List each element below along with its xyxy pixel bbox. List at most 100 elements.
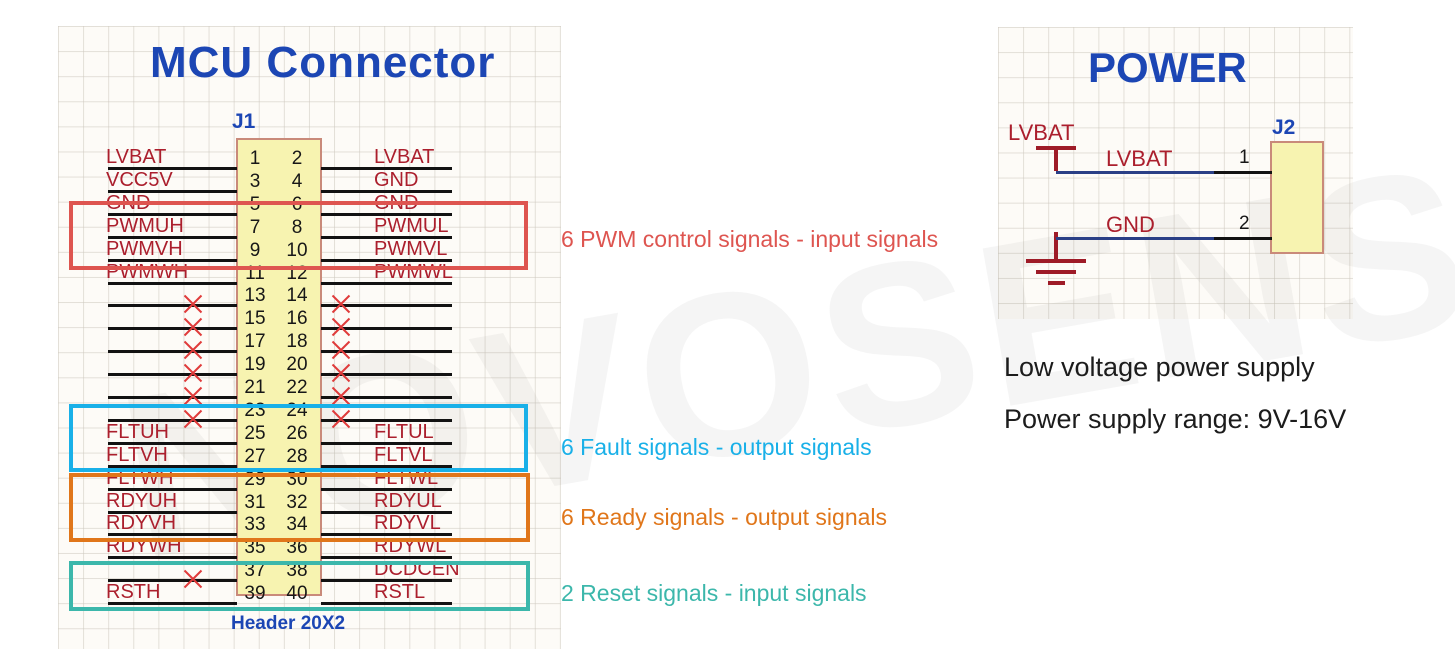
mcu-connector-title: MCU Connector <box>150 38 496 87</box>
j1-wire-right <box>321 441 452 445</box>
j1-pin-number-even: 34 <box>286 514 308 536</box>
no-connect-cross-icon <box>330 293 352 315</box>
j1-wire-right <box>321 396 452 399</box>
power-net-line <box>1056 237 1216 240</box>
j1-reference-designator: J1 <box>232 110 256 133</box>
j1-wire-left <box>108 281 237 285</box>
j1-wire-left <box>108 579 237 583</box>
j1-pin-number-even: 18 <box>286 331 308 353</box>
j1-wire-right <box>321 167 452 170</box>
j1-wire-left <box>108 304 237 308</box>
j1-pin-number-odd: 25 <box>244 422 266 444</box>
j1-pin-number-odd: 33 <box>244 514 266 536</box>
highlight-box-fault <box>69 404 528 472</box>
no-connect-cross-icon <box>330 316 352 338</box>
j1-pin-number-even: 28 <box>286 445 308 467</box>
j1-pin-number-even: 14 <box>286 285 308 307</box>
j1-net-label-right: RDYUL <box>374 489 442 512</box>
j1-net-label-left: RDYVH <box>106 512 177 535</box>
j1-net-label-left: FLTWH <box>106 466 174 489</box>
j1-wire-left <box>108 602 237 606</box>
callout-pwm: 6 PWM control signals - input signals <box>561 226 939 252</box>
j1-pin-number-even: 8 <box>291 216 303 238</box>
lvbat-port-stem-icon <box>1054 146 1058 171</box>
j1-footprint-label: Header 20X2 <box>231 613 346 634</box>
j1-wire-left <box>108 350 237 354</box>
j1-pin-number-odd: 3 <box>249 170 261 192</box>
j1-wire-right <box>321 189 452 193</box>
power-title: POWER <box>1088 44 1247 91</box>
j1-wire-right <box>321 212 452 216</box>
j2-pin-number: 1 <box>1239 147 1250 168</box>
ground-bar-3-icon <box>1048 281 1065 285</box>
j1-net-label-left: RDYUH <box>106 489 178 512</box>
power-net-label: GND <box>1106 212 1155 237</box>
j1-net-label-right: PWMVL <box>374 237 448 260</box>
j1-wire-right <box>321 350 452 354</box>
j1-net-label-right: LVBAT <box>374 146 435 168</box>
j1-pin-number-even: 40 <box>286 583 308 605</box>
no-connect-cross-icon <box>330 339 352 361</box>
j1-wire-right <box>321 510 452 514</box>
j1-wire-right <box>321 464 452 468</box>
j1-wire-right <box>321 304 452 308</box>
j1-pin-number-odd: 1 <box>249 148 261 169</box>
j1-wire-right <box>321 281 452 285</box>
j1-pin-number-odd: 31 <box>244 491 266 513</box>
lvbat-port-label: LVBAT <box>1008 120 1075 145</box>
j1-wire-left <box>108 556 237 560</box>
j1-wire-right <box>321 579 452 583</box>
j1-wire-left <box>108 189 237 193</box>
j1-pin-number-odd: 21 <box>244 377 266 398</box>
j1-connector-body[interactable] <box>236 138 322 596</box>
j1-wire-left <box>108 327 237 331</box>
j1-pin-number-odd: 9 <box>249 239 261 261</box>
j1-net-label-left: VCC5V <box>106 168 173 191</box>
j1-net-label-right: FLTVL <box>374 443 433 466</box>
j1-net-label-left: RSTH <box>106 581 161 604</box>
j1-pin-number-odd: 17 <box>244 331 266 353</box>
j1-pin-number-even: 22 <box>286 377 308 398</box>
j2-connector-body[interactable] <box>1270 141 1324 254</box>
j1-net-label-right: FLTWL <box>374 466 439 489</box>
highlight-box-pwm <box>69 201 528 270</box>
j1-net-label-left: PWMVH <box>106 237 183 260</box>
ground-stem-icon <box>1054 232 1058 260</box>
j1-pin-number-even: 36 <box>286 537 308 559</box>
no-connect-cross-icon <box>182 293 204 315</box>
j1-wire-left <box>108 212 237 216</box>
power-net-line <box>1056 171 1216 174</box>
j1-pin-number-odd: 37 <box>244 560 266 582</box>
j1-pin-number-even: 16 <box>286 308 308 330</box>
j1-wire-left <box>108 464 237 468</box>
j1-pin-number-even: 38 <box>286 560 308 582</box>
highlight-box-ready <box>69 473 530 542</box>
j1-pin-number-even: 10 <box>286 239 308 261</box>
j1-pin-number-odd: 35 <box>244 537 266 559</box>
power-pin-wire <box>1214 171 1272 174</box>
j1-wire-right <box>321 258 452 262</box>
j1-wire-left <box>108 235 237 239</box>
j1-pin-number-odd: 7 <box>249 216 261 238</box>
j1-wire-right <box>321 533 452 537</box>
power-net-label: LVBAT <box>1106 146 1173 171</box>
j1-wire-left <box>108 167 237 170</box>
j1-net-label-right: GND <box>374 168 419 191</box>
j1-wire-left <box>108 396 237 399</box>
j2-reference-designator: J2 <box>1272 116 1296 139</box>
ground-bar-1-icon <box>1026 259 1086 263</box>
j1-wire-right <box>321 327 452 331</box>
j1-pin-number-even: 26 <box>286 422 308 444</box>
no-connect-cross-icon <box>182 362 204 384</box>
j1-pin-number-odd: 15 <box>244 308 266 330</box>
j1-wire-left <box>108 418 237 422</box>
j1-pin-number-even: 2 <box>291 148 303 169</box>
j1-wire-left <box>108 487 237 491</box>
j1-wire-left <box>108 441 237 445</box>
j1-wire-right <box>321 418 452 422</box>
j1-pin-number-even: 32 <box>286 491 308 513</box>
j1-net-label-right: PWMUL <box>374 214 449 237</box>
power-pin-wire <box>1214 237 1272 240</box>
j1-net-label-left: LVBAT <box>106 146 167 168</box>
j1-pin-number-odd: 19 <box>244 354 266 376</box>
